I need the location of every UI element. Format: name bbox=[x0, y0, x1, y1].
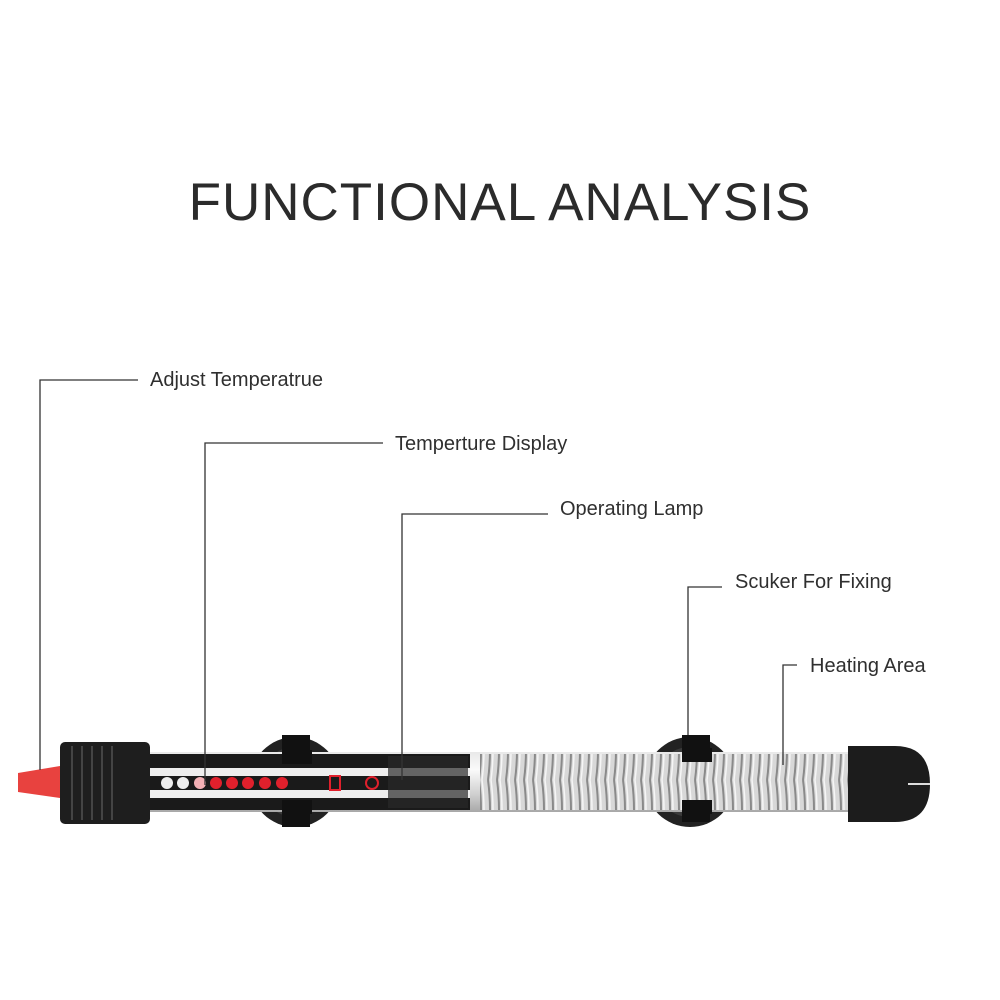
adjust-cap[interactable] bbox=[60, 742, 150, 824]
end-cap bbox=[848, 746, 930, 822]
callout-sucker-for-fixing: Scuker For Fixing bbox=[735, 571, 892, 593]
temperature-indicator-dots bbox=[161, 777, 288, 789]
operating-lamp bbox=[388, 756, 468, 808]
leader-lines bbox=[39, 379, 797, 785]
heating-coil bbox=[480, 754, 850, 810]
callout-adjust-temperature: Adjust Temperatrue bbox=[150, 369, 324, 391]
adjust-temperature-knob[interactable] bbox=[18, 766, 60, 798]
callout-operating-lamp: Operating Lamp bbox=[560, 498, 704, 520]
page-title: FUNCTIONAL ANALYSIS bbox=[188, 173, 812, 232]
callout-temperature-display: Temperture Display bbox=[395, 433, 568, 455]
callout-heating-area: Heating Area bbox=[810, 655, 926, 677]
